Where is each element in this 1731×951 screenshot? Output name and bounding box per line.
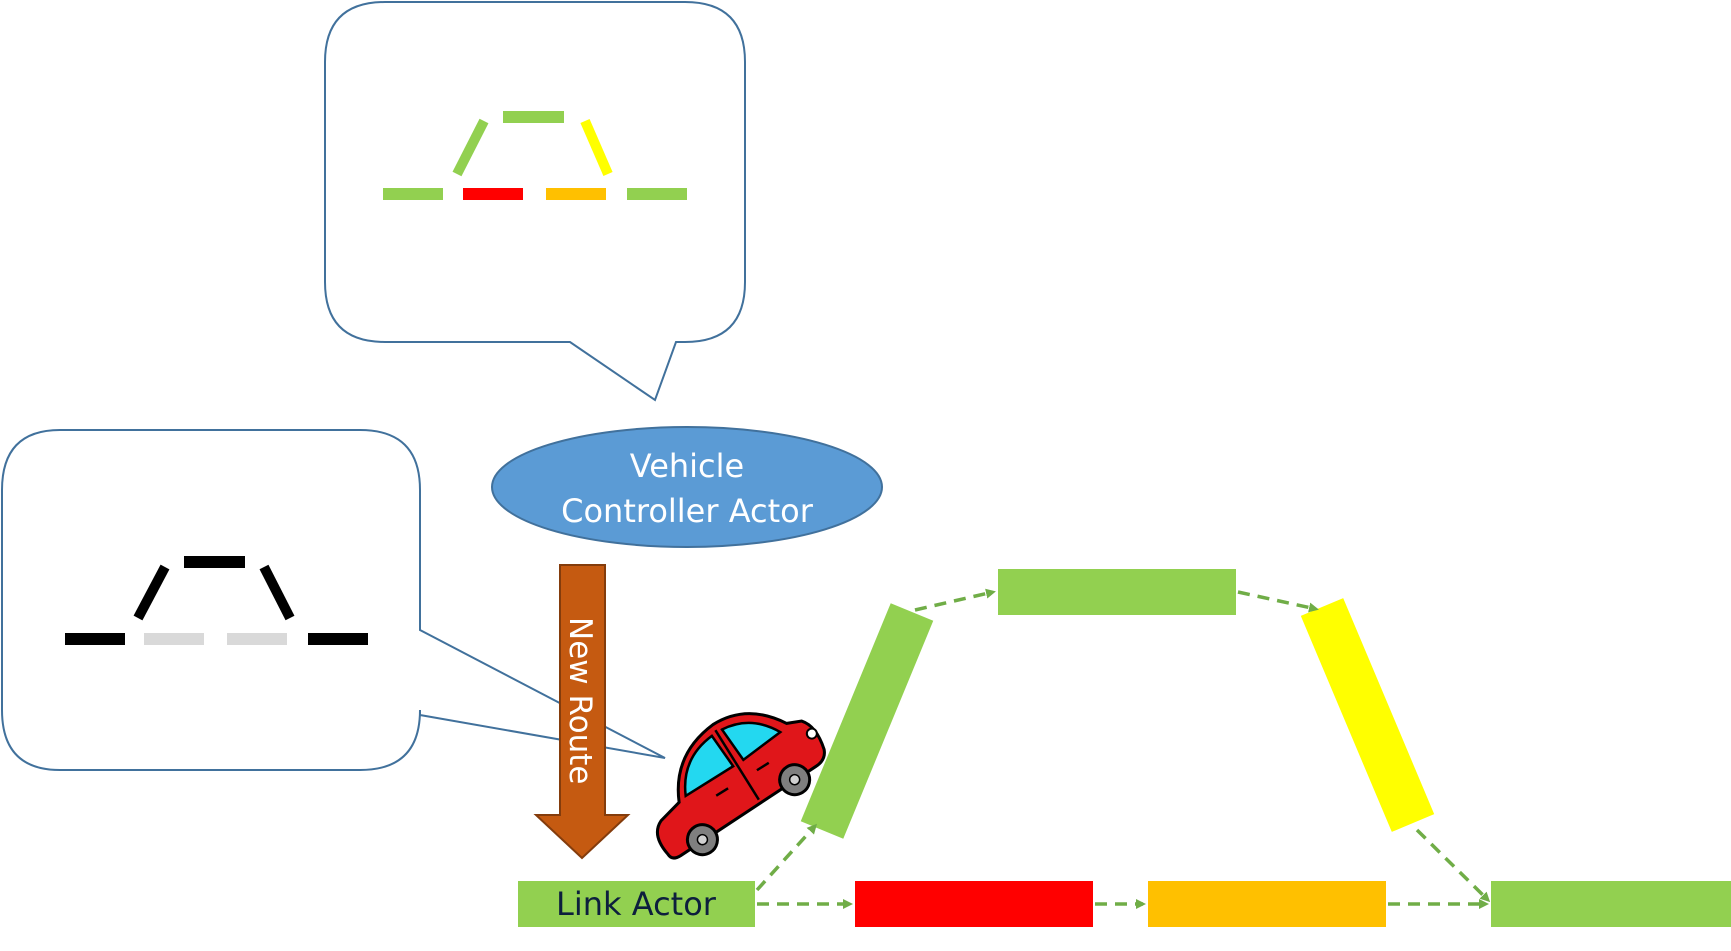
- link-actor-label: Link Actor: [556, 885, 717, 923]
- route-bubble-colored: [324, 1, 746, 402]
- car-icon: [655, 712, 826, 860]
- connector-right-ramp-to-end: [1415, 828, 1491, 903]
- connector-link-to-left-ramp: [755, 823, 818, 892]
- connector-left-ramp-to-top: [914, 588, 996, 612]
- segment-orange: [1148, 881, 1386, 927]
- link-actor: Link Actor: [518, 881, 755, 927]
- mini-route-colored: [383, 111, 687, 200]
- controller-label-line1: Vehicle: [630, 447, 744, 485]
- route-connectors: [755, 588, 1491, 909]
- mini-segment-right-ramp: [580, 119, 613, 176]
- segment-top: [998, 569, 1236, 615]
- controller-label-line2: Controller Actor: [561, 492, 814, 530]
- new-route-arrow: New Route: [533, 564, 631, 860]
- segment-right-ramp: [1300, 598, 1435, 832]
- segment-end: [1491, 881, 1731, 927]
- connector-top-to-right-ramp: [1237, 590, 1319, 613]
- new-route-label: New Route: [562, 617, 598, 784]
- mini-segment-right-ramp: [259, 564, 295, 621]
- segment-left-ramp: [800, 603, 934, 839]
- mini-segment-left-ramp: [452, 118, 489, 177]
- vehicle-controller-actor: Vehicle Controller Actor: [491, 426, 883, 548]
- mini-segment-left-ramp: [133, 564, 170, 621]
- segment-red: [855, 881, 1093, 927]
- route-bubble-unknown: [1, 429, 666, 771]
- mini-route-unknown: [65, 556, 368, 645]
- route-segments: [800, 569, 1731, 927]
